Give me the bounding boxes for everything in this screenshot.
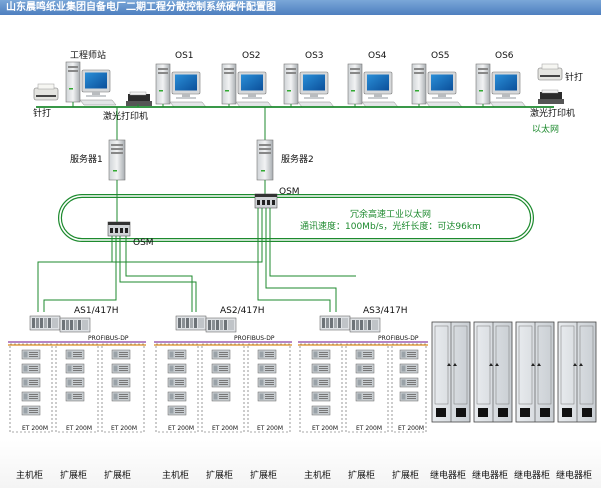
as-station-3: AS3/417H PROFIBUS-DP [319,306,419,342]
relay-cabinet-2 [473,321,513,423]
laser-printer-right: 激光打印机 [530,89,575,119]
os3-label: OS3 [305,51,324,61]
cabinet-label: 继电器柜 [556,469,592,481]
et-label: ET 200M [398,425,424,432]
operator-station-5: OS5 [411,51,463,108]
controller-links [37,208,356,312]
ethernet-bus: 以太网 [36,102,559,135]
osm-1-label: OSM [133,238,154,248]
laser-printer-right-label: 激光打印机 [530,107,575,119]
redundant-ring: 冗余高速工业以太网 通讯速度：100Mb/s，光纤长度：可达96km [58,194,534,242]
cabinet-group-1: ET 200M ET 200M ET 200M [8,341,146,433]
profibus-label-2: PROFIBUS-DP [234,335,275,342]
operator-station-2: OS2 [221,51,273,108]
cabinet-group-3: ET 200M ET 200M ET 200M [298,341,428,433]
cabinet-label: 继电器柜 [472,469,508,481]
profibus-label-3: PROFIBUS-DP [378,335,419,342]
as1-label: AS1/417H [74,306,119,316]
server-2-label: 服务器2 [281,153,314,165]
cabinet-label: 主机柜 [304,469,331,481]
title-bar: 山东晨鸣纸业集团自备电厂二期工程分散控制系统硬件配置图 [0,0,601,15]
os1-label: OS1 [175,51,194,61]
osm-switch-2: OSM [254,187,300,209]
cabinet-labels: 主机柜 扩展柜 扩展柜 主机柜 扩展柜 扩展柜 主机柜 扩展柜 扩展柜 继电器柜… [16,469,592,481]
diagram-title: 山东晨鸣纸业集团自备电厂二期工程分散控制系统硬件配置图 [6,2,276,13]
cabinet-label: 扩展柜 [250,469,277,481]
cabinet-label: 扩展柜 [206,469,233,481]
dot-matrix-printer-right: 针打 [537,63,583,83]
dot-printer-right-label: 针打 [565,71,583,83]
relay-cabinet-1 [431,321,471,423]
cabinet-label: 扩展柜 [392,469,419,481]
ethernet-label: 以太网 [532,123,559,135]
cabinet-label: 扩展柜 [104,469,131,481]
relay-cabinet-4 [557,321,597,423]
operator-station-3: OS3 [283,51,335,108]
relay-cabinet-3 [515,321,555,423]
et-label: ET 200M [111,425,137,432]
profibus-label-1: PROFIBUS-DP [88,335,129,342]
as-station-1: AS1/417H PROFIBUS-DP [29,306,129,342]
cabinet-label: 扩展柜 [348,469,375,481]
cabinet-label: 继电器柜 [514,469,550,481]
dot-matrix-printer-left: 针打 [33,83,59,119]
cabinet-label: 主机柜 [162,469,189,481]
cabinet-label: 主机柜 [16,469,43,481]
ring-title: 冗余高速工业以太网 [350,208,431,220]
operator-station-6: OS6 [475,51,527,108]
osm-switch-1: OSM [107,221,154,248]
engineer-station-label: 工程师站 [70,49,106,61]
et-label: ET 200M [22,425,48,432]
as2-label: AS2/417H [220,306,265,316]
et-label: ET 200M [257,425,283,432]
operator-station-1: OS1 [155,51,207,108]
operator-station-4: OS4 [347,51,399,108]
et-label: ET 200M [66,425,92,432]
os2-label: OS2 [242,51,261,61]
os5-label: OS5 [431,51,450,61]
server-1-label: 服务器1 [70,153,103,165]
as-station-2: AS2/417H PROFIBUS-DP [175,306,275,342]
osm-2-label: OSM [279,187,300,197]
os4-label: OS4 [368,51,387,61]
cabinet-group-2: ET 200M ET 200M ET 200M [154,341,292,433]
et-label: ET 200M [312,425,338,432]
ring-spec: 通讯速度：100Mb/s，光纤长度：可达96km [300,220,481,232]
os6-label: OS6 [495,51,514,61]
cabinet-label: 扩展柜 [60,469,87,481]
et-label: ET 200M [356,425,382,432]
cabinet-label: 继电器柜 [430,469,466,481]
laser-printer-left-label: 激光打印机 [103,110,148,122]
server-1: 服务器1 [70,107,126,181]
server-2: 服务器2 [256,107,314,181]
et-label: ET 200M [168,425,194,432]
dot-printer-left-label: 针打 [33,107,51,119]
et-label: ET 200M [212,425,238,432]
engineer-station: 工程师站 [65,49,117,106]
laser-printer-left: 激光打印机 [103,91,152,122]
as3-label: AS3/417H [363,306,408,316]
